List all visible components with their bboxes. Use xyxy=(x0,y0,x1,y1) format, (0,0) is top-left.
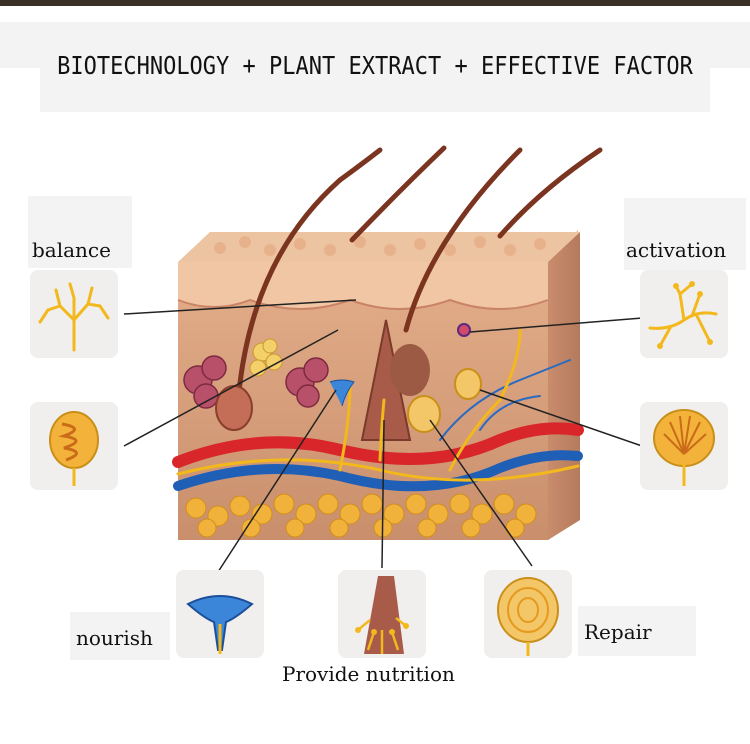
sweat-glands xyxy=(183,355,329,409)
label-bg-nourish xyxy=(70,612,170,660)
sebaceous-gland xyxy=(249,338,283,377)
branching-nerve-icon xyxy=(30,270,118,358)
dendritic-nerve-icon xyxy=(640,270,728,358)
blood-vessels xyxy=(172,359,584,492)
hair-follicle-icon xyxy=(338,570,426,658)
label-bg-balance xyxy=(28,196,132,268)
label-balance: balance xyxy=(32,238,111,262)
blue-receptor-icon xyxy=(176,570,264,658)
label-provide-nutrition: Provide nutrition xyxy=(282,662,455,686)
label-nourish: nourish xyxy=(76,626,153,650)
page-title: BIOTECHNOLOGY + PLANT EXTRACT + EFFECTIV… xyxy=(57,52,693,81)
nerve-fibers xyxy=(176,328,580,482)
label-repair: Repair xyxy=(584,620,652,644)
title-band xyxy=(0,22,750,68)
coiled-gland-icon xyxy=(30,402,118,490)
label-bg-repair xyxy=(578,606,696,656)
label-activation: activation xyxy=(626,238,727,262)
fat-layer xyxy=(185,493,537,538)
title-band-lower xyxy=(40,68,710,112)
top-border-strip xyxy=(0,0,750,6)
label-bg-activation xyxy=(624,198,746,270)
hair-shafts xyxy=(235,145,603,405)
encapsulated-corpuscle-icon xyxy=(640,402,728,490)
leader-lines xyxy=(123,299,643,573)
lamellar-corpuscle-icon xyxy=(484,570,572,658)
